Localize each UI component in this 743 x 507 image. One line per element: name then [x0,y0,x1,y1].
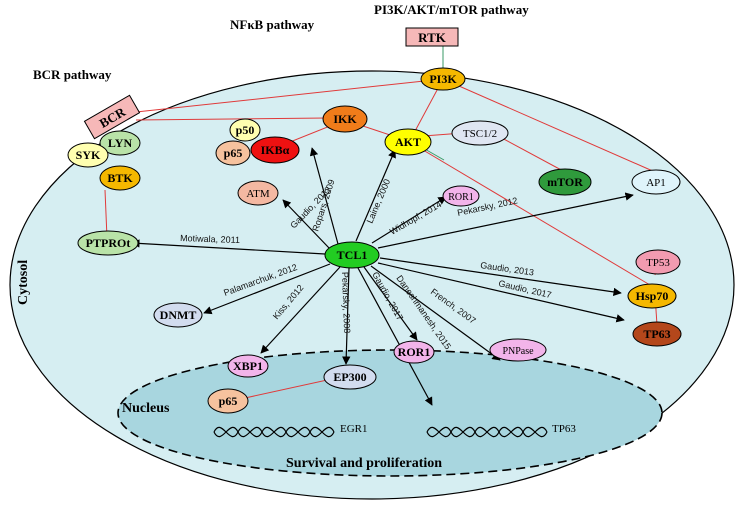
btk-label: BTK [107,171,133,185]
node-pnpase: PNPase [489,338,547,362]
node-btk: BTK [99,165,141,191]
nucleus-envelope [117,349,663,477]
bcr-pathway-title: BCR pathway [33,67,112,82]
node-ikk: IKK [322,105,368,133]
node-tp53: TP53 [635,249,681,275]
mtor-label: mTOR [547,175,583,189]
nfkb-pathway-title: NFκB pathway [230,17,315,32]
p65-nuc-label: p65 [219,394,238,408]
tp63-dna [426,426,548,438]
survival-label: Survival and proliferation [286,456,442,471]
node-atm: ATM [237,180,279,206]
p50-label: p50 [236,123,255,137]
egr1-label: EGR1 [340,423,368,435]
node-tcl1: TCL1 [324,241,380,269]
tp63-label: TP63 [643,327,670,341]
pi3k-label: PI3K [429,72,457,86]
egr1-dna [213,426,335,438]
tp63-gene-label: TP63 [552,423,576,435]
node-ptpro: PTPROt [77,230,139,256]
node-dnmt: DNMT [153,302,203,328]
citation-motiwala: Motiwala, 2011 [180,233,240,245]
node-ap1: AP1 [631,169,681,195]
node-akt: AKT [384,128,432,156]
nucleus-label: Nucleus [122,401,170,416]
syk-label: SYK [76,148,101,162]
ror1-top-label: ROR1 [448,192,474,203]
pi3k-pathway-title: PI3K/AKT/mTOR pathway [374,2,529,17]
citation-pekarsky-2008: Pekarsky, 2008 [340,272,352,334]
akt-label: AKT [395,135,421,149]
lyn-label: LYN [108,136,133,150]
node-p65-nucleus: p65 [207,388,249,414]
node-lyn: LYN [99,130,141,156]
rtk-label: RTK [418,30,447,45]
atm-label: ATM [246,188,269,200]
node-ep300: EP300 [323,364,377,390]
tcl1-label: TCL1 [337,248,368,262]
tsc-label: TSC1/2 [463,128,497,140]
ap1-label: AP1 [646,177,666,189]
node-ror1-cytosol: ROR1 [442,185,480,207]
cytosol-label: Cytosol [16,260,31,305]
node-xbp1: XBP1 [227,354,269,378]
ikba-label: IKBα [261,143,290,157]
node-ikba: IKBα [250,136,300,164]
hsp70-label: Hsp70 [636,289,669,303]
ep300-label: EP300 [333,370,366,384]
p65-label: p65 [224,146,243,160]
node-syk: SYK [67,142,109,168]
ror1-nuc-label: ROR1 [398,345,431,359]
ptpro-label: PTPROt [86,236,131,250]
node-tsc: TSC1/2 [451,120,509,146]
rtk-receptor: RTK [405,27,459,47]
tcl1-arrows [131,147,634,406]
node-mtor: mTOR [538,168,592,196]
dnmt-label: DNMT [160,308,197,322]
node-pi3k: PI3K [420,67,466,91]
node-hsp70: Hsp70 [627,283,677,309]
node-ror1-nucleus: ROR1 [393,340,435,364]
node-tp63: TP63 [632,321,682,347]
node-p65: p65 [215,140,251,166]
ikk-label: IKK [333,112,357,126]
node-p50: p50 [229,118,261,142]
tp53-label: TP53 [646,257,670,269]
pnpase-label: PNPase [502,346,534,357]
xbp1-label: XBP1 [233,359,263,373]
